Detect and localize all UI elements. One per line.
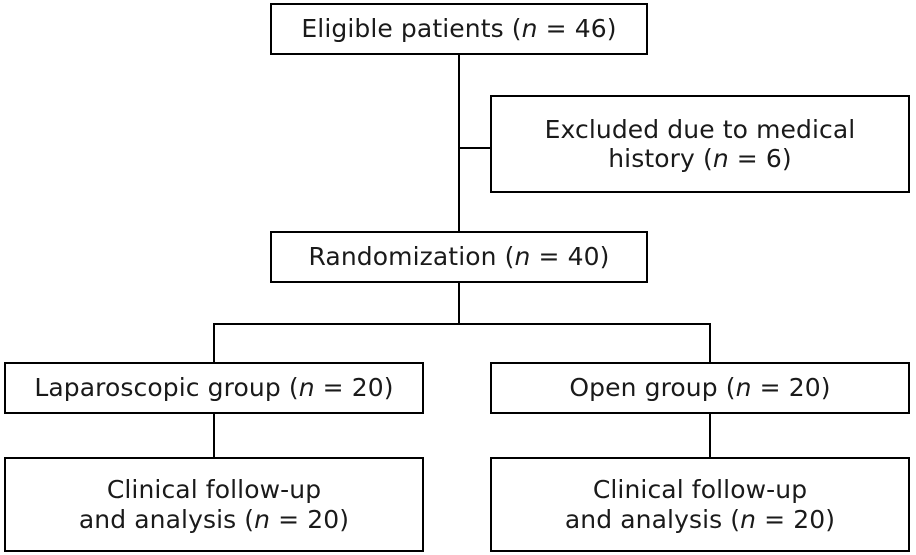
connector-randomization-split-bar [213, 323, 711, 325]
node-open-group: Open group (n = 20) [490, 362, 910, 414]
connector-eligible-to-excluded [458, 147, 492, 149]
node-laparoscopic-group-label: Laparoscopic group (n = 20) [34, 373, 394, 403]
node-randomization-label: Randomization (n = 40) [308, 242, 610, 272]
node-eligible-patients: Eligible patients (n = 46) [270, 3, 648, 55]
connector-lap-group-to-lap-followup [213, 414, 215, 459]
connector-randomization-to-lap-group [213, 323, 215, 364]
node-open-group-label: Open group (n = 20) [569, 373, 831, 403]
connector-randomization-to-open-group [709, 323, 711, 364]
connector-open-group-to-open-followup [709, 414, 711, 459]
node-eligible-patients-label: Eligible patients (n = 46) [301, 14, 617, 44]
node-randomization: Randomization (n = 40) [270, 231, 648, 283]
connector-randomization-stem [458, 283, 460, 325]
node-laparoscopic-group: Laparoscopic group (n = 20) [4, 362, 424, 414]
connector-eligible-to-randomization [458, 55, 460, 231]
